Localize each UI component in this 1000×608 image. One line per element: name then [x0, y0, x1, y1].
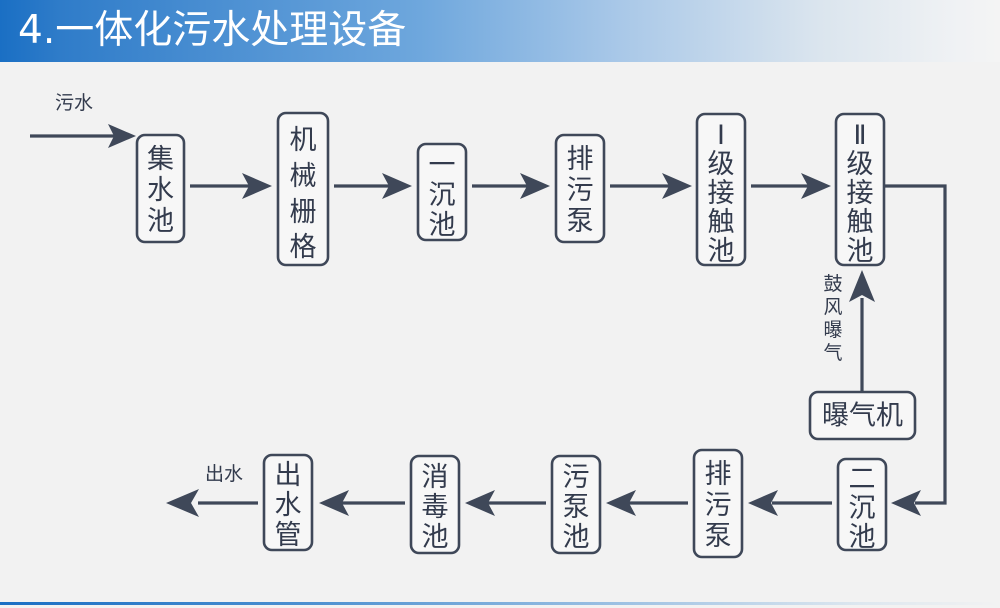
node-label-char: 污: [563, 462, 590, 493]
node-label-char: 栅: [290, 197, 317, 228]
edge-aerator-to-contact-tank-2: 鼓 风 曝 气: [823, 270, 875, 392]
node-sewage-pump-top[interactable]: 排 污 泵: [554, 133, 606, 244]
edge-sewage-pump-to-sludge-pump-tank: [606, 490, 688, 516]
node-contact-tank-2[interactable]: Ⅱ 级 接 触 池: [834, 112, 886, 267]
node-label-char: 水: [275, 490, 302, 521]
node-label-char: 池: [847, 236, 874, 267]
node-label-text: 曝气机: [822, 401, 903, 432]
edge-contact-tank-2-to-secondary-sedimentation: [884, 184, 947, 516]
node-label-char: 毒: [422, 492, 449, 523]
node-disinfection-tank[interactable]: 消 毒 池: [409, 454, 461, 555]
node-collection-tank[interactable]: 集 水 池: [135, 133, 186, 244]
node-label-char: 出: [275, 460, 302, 491]
edge-caption-aeration-char: 曝: [823, 319, 842, 341]
node-label-char: 接: [847, 178, 874, 209]
node-box-shape: [836, 457, 888, 552]
node-label-char: 级: [847, 149, 874, 180]
node-sewage-pump-bottom[interactable]: 排 污 泵: [692, 448, 744, 559]
node-box-shape: [554, 133, 606, 244]
node-box-shape: [834, 112, 886, 267]
title-bar: 4.一体化污水处理设备: [0, 0, 1000, 62]
node-label-char: 泵: [563, 492, 590, 523]
node-label-char: 沉: [429, 180, 456, 211]
node-label-char: 排: [705, 459, 732, 490]
node-label-char: 管: [275, 520, 302, 551]
node-label-char: 池: [708, 236, 735, 267]
footer-rule: [0, 602, 1000, 605]
node-label-char: Ⅱ: [853, 120, 866, 151]
node-label-char: Ⅰ: [717, 120, 725, 151]
node-box-shape: [262, 453, 314, 552]
node-box-shape: [409, 454, 461, 555]
node-label-char: 级: [708, 149, 735, 180]
node-aerator[interactable]: 曝气机: [808, 390, 917, 441]
edge-collection-to-screen: [190, 173, 272, 199]
node-secondary-sedimentation-tank[interactable]: 二 沉 池: [836, 457, 888, 553]
process-flowchart: 污水 集 水 池 机 械 栅 格 一: [30, 92, 947, 559]
edge-sewage-pump-to-contact-tank-1: [610, 173, 692, 199]
node-label-char: 二: [849, 464, 876, 495]
edge-caption-aeration-char: 气: [823, 342, 842, 364]
node-label-char: 一: [429, 150, 456, 181]
node-label-char: 泵: [567, 206, 594, 237]
edge-inlet-to-collection-tank: 污水: [30, 92, 136, 148]
node-mechanical-grille[interactable]: 机 械 栅 格: [276, 111, 330, 267]
edge-outlet: 出水: [166, 463, 258, 517]
edge-secondary-sedimentation-to-sewage-pump-bottom: [748, 490, 832, 516]
node-label-char: 接: [708, 178, 735, 209]
node-label-char: 污: [567, 175, 594, 206]
node-box-shape: [135, 133, 186, 244]
node-label-char: 触: [708, 207, 735, 238]
edge-disinfection-tank-to-outlet-pipe: [319, 490, 405, 516]
node-label-char: 机: [290, 125, 317, 156]
node-outlet-pipe[interactable]: 出 水 管: [262, 453, 314, 552]
node-label-char: 泵: [705, 521, 732, 552]
node-label-char: 池: [429, 210, 456, 241]
edge-caption-aeration-char: 鼓: [823, 273, 842, 295]
edge-contact-tank-1-to-contact-tank-2: [751, 173, 831, 199]
node-label-char: 格: [290, 232, 317, 263]
node-label-char: 触: [847, 207, 874, 238]
node-label-char: 沉: [849, 493, 876, 524]
node-label-char: 池: [563, 522, 590, 553]
node-label-char: 排: [567, 144, 594, 175]
node-label-char: 池: [147, 206, 174, 237]
node-sludge-pump-tank[interactable]: 污 泵 池: [550, 454, 602, 555]
node-label-char: 械: [290, 161, 317, 192]
node-label-char: 池: [422, 522, 449, 553]
node-label-char: 集: [147, 144, 174, 175]
node-box-shape: [808, 390, 917, 441]
node-label-char: 池: [849, 522, 876, 553]
edge-screen-to-primary-sedimentation: [334, 173, 412, 199]
page-title: 4.一体化污水处理设备: [18, 8, 407, 53]
edge-caption-aeration-char: 风: [823, 296, 842, 318]
node-box-shape: [416, 142, 468, 242]
node-box-shape: [695, 112, 747, 267]
edge-sludge-pump-tank-to-disinfection-tank: [465, 490, 546, 516]
edge-primary-sedimentation-to-sewage-pump: [472, 173, 550, 199]
node-contact-tank-1[interactable]: Ⅰ 级 接 触 池: [695, 112, 747, 267]
node-box-shape: [276, 111, 330, 267]
edge-caption-outlet: 出水: [205, 463, 243, 485]
node-primary-sedimentation-tank[interactable]: 一 沉 池: [416, 142, 468, 242]
node-label-char: 消: [422, 462, 449, 493]
node-box-shape: [692, 448, 744, 559]
node-box-shape: [550, 454, 602, 555]
node-label-char: 水: [147, 175, 174, 206]
edge-caption-inlet: 污水: [55, 92, 93, 114]
node-label-char: 污: [705, 490, 732, 521]
